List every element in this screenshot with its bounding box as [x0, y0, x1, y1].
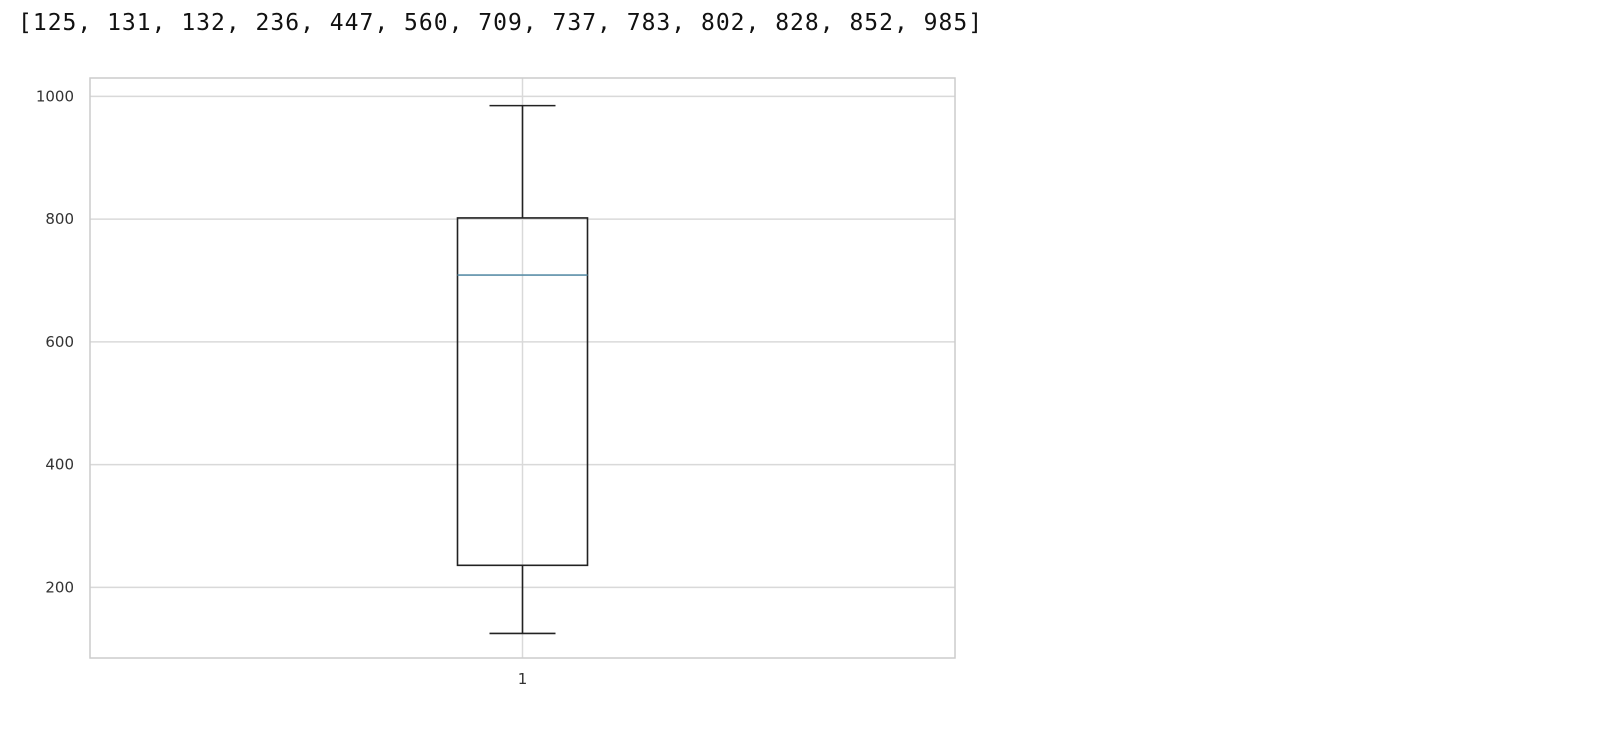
- y-tick-label: 800: [45, 210, 74, 228]
- plot-frame: [89, 77, 956, 659]
- box-iqr: [456, 217, 589, 567]
- y-tick-labels: 200 400 600 800 1000: [36, 87, 74, 596]
- y-tick-label: 200: [45, 578, 74, 596]
- y-tick-label: 400: [45, 456, 74, 474]
- y-tick-label: 600: [45, 333, 74, 351]
- x-tick-label: 1: [518, 670, 528, 688]
- y-tick-label: 1000: [36, 87, 74, 105]
- output-text: [125, 131, 132, 236, 447, 560, 709, 737,…: [18, 10, 984, 36]
- box-group: [456, 104, 589, 635]
- x-tick-labels: 1: [518, 670, 528, 688]
- boxes: [456, 104, 589, 635]
